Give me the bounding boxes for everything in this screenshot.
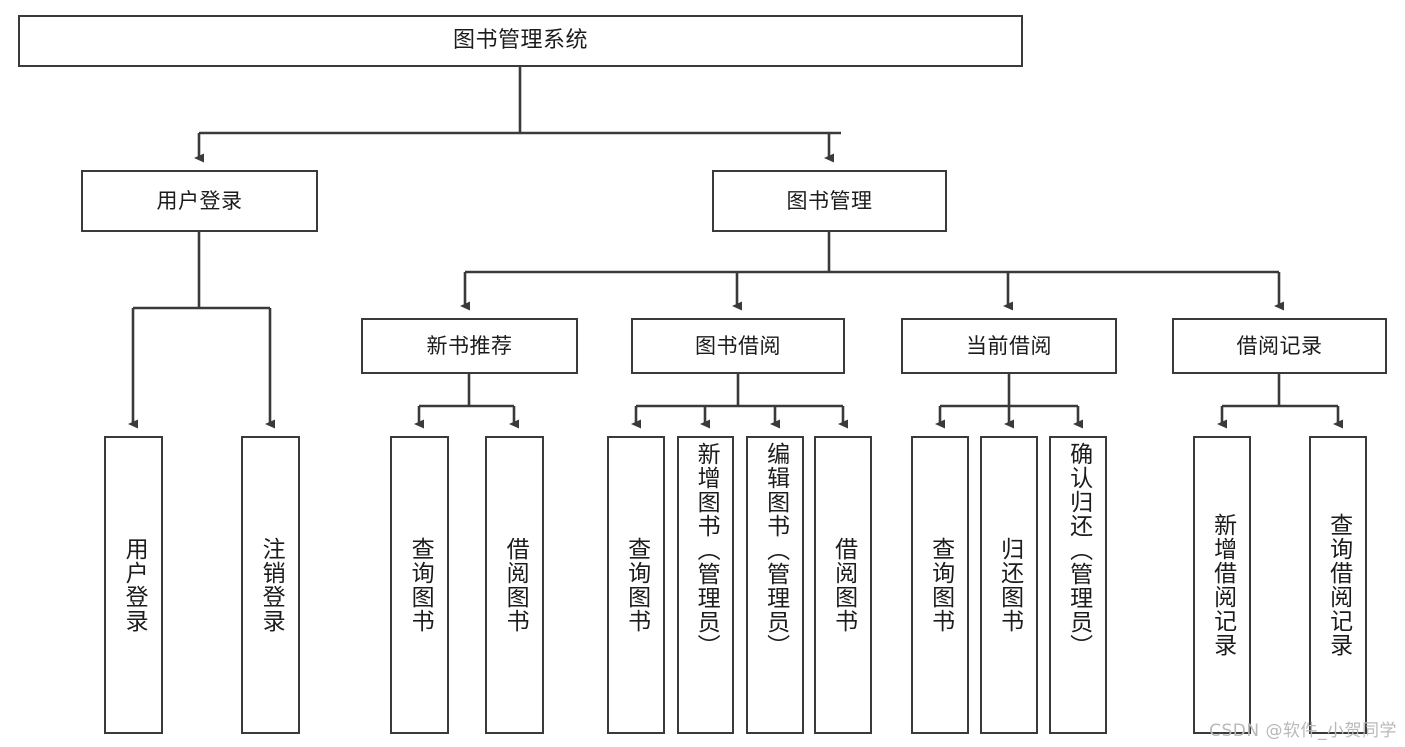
node-leaf-query-book-borrow[interactable]: 查询图书 bbox=[607, 436, 665, 734]
node-label: 查询图书 bbox=[407, 537, 434, 633]
node-leaf-add-borrow-record[interactable]: 新增借阅记录 bbox=[1193, 436, 1251, 734]
node-label: 当前借阅 bbox=[966, 333, 1052, 358]
node-label: 编辑图书（管理员） bbox=[762, 442, 789, 658]
node-leaf-confirm-return-admin[interactable]: 确认归还（管理员） bbox=[1049, 436, 1107, 734]
node-label: 注销登录 bbox=[258, 537, 285, 633]
node-leaf-edit-book-admin[interactable]: 编辑图书（管理员） bbox=[746, 436, 804, 734]
node-leaf-query-book-current[interactable]: 查询图书 bbox=[911, 436, 969, 734]
node-new-book-recommend[interactable]: 新书推荐 bbox=[361, 318, 578, 374]
node-label: 用户登录 bbox=[121, 537, 148, 633]
node-label: 借阅图书 bbox=[502, 537, 529, 633]
node-book-borrow[interactable]: 图书借阅 bbox=[631, 318, 845, 374]
node-label: 图书管理系统 bbox=[452, 28, 588, 54]
node-label: 新增借阅记录 bbox=[1209, 513, 1236, 657]
node-leaf-query-borrow-record[interactable]: 查询借阅记录 bbox=[1309, 436, 1367, 734]
node-label: 借阅图书 bbox=[830, 537, 857, 633]
node-leaf-user-login[interactable]: 用户登录 bbox=[104, 436, 163, 734]
node-leaf-logout[interactable]: 注销登录 bbox=[241, 436, 300, 734]
node-label: 借阅记录 bbox=[1236, 333, 1323, 358]
node-current-borrow[interactable]: 当前借阅 bbox=[901, 318, 1117, 374]
node-root-library-system[interactable]: 图书管理系统 bbox=[18, 15, 1023, 67]
node-user-login[interactable]: 用户登录 bbox=[81, 170, 318, 232]
node-leaf-borrow-book-recommend[interactable]: 借阅图书 bbox=[485, 436, 544, 734]
node-label: 查询借阅记录 bbox=[1325, 513, 1352, 657]
node-label: 查询图书 bbox=[623, 537, 650, 633]
node-label: 图书管理 bbox=[786, 188, 873, 213]
node-label: 查询图书 bbox=[927, 537, 954, 633]
node-leaf-add-book-admin[interactable]: 新增图书（管理员） bbox=[677, 436, 734, 734]
node-leaf-borrow-book[interactable]: 借阅图书 bbox=[814, 436, 872, 734]
node-book-management[interactable]: 图书管理 bbox=[712, 170, 947, 232]
node-label: 新书推荐 bbox=[426, 333, 513, 358]
csdn-watermark: CSDN @软件_小贺同学 bbox=[1209, 721, 1397, 741]
node-label: 确认归还（管理员） bbox=[1065, 442, 1092, 658]
node-label: 归还图书 bbox=[996, 537, 1023, 633]
node-label: 新增图书（管理员） bbox=[693, 442, 720, 658]
node-leaf-return-book[interactable]: 归还图书 bbox=[980, 436, 1038, 734]
node-label: 图书借阅 bbox=[695, 333, 781, 358]
node-borrow-record[interactable]: 借阅记录 bbox=[1172, 318, 1387, 374]
node-label: 用户登录 bbox=[156, 188, 243, 213]
node-leaf-query-book-recommend[interactable]: 查询图书 bbox=[390, 436, 449, 734]
